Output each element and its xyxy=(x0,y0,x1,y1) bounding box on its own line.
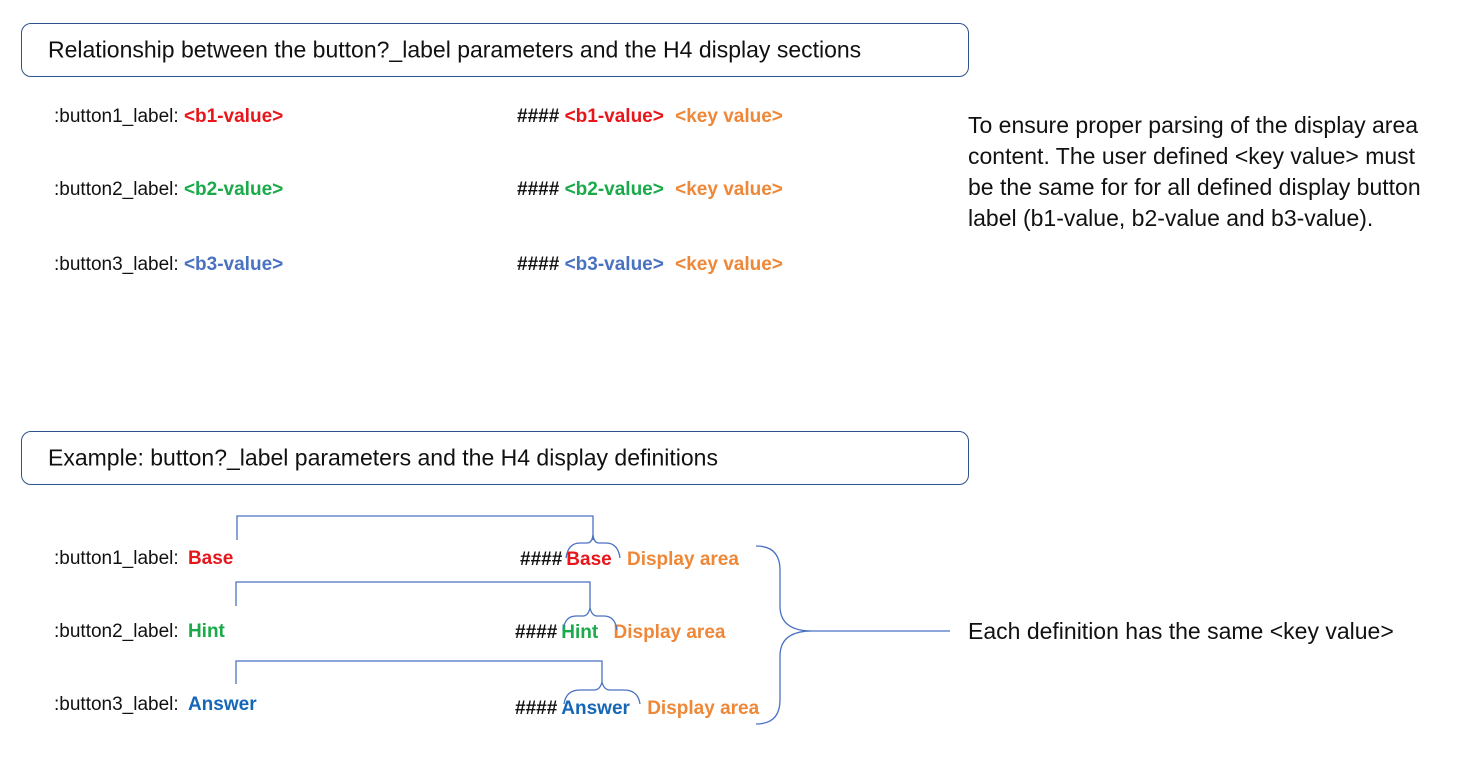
s1-row3-heading-value: <b3-value> xyxy=(564,254,664,275)
s2-row2-value: Hint xyxy=(187,621,225,642)
s2-row2-key: Display area xyxy=(613,622,726,643)
s1-row2-key: <key value> xyxy=(675,179,783,200)
s2-row2-heading: ####Hint Display area xyxy=(515,622,725,644)
s1-row2-heading: #### <b2-value> <key value> xyxy=(517,179,783,201)
s1-row3-param: :button3_label: <b3-value> xyxy=(54,254,283,276)
section1-title-box: Relationship between the button?_label p… xyxy=(21,23,969,77)
s1-row2-hashes: #### xyxy=(517,179,560,200)
brace-answer xyxy=(563,681,641,705)
s2-row1-value: Base xyxy=(187,548,234,569)
connector-base xyxy=(236,515,594,540)
s1-row1-hashes: #### xyxy=(517,106,560,127)
s1-row1-heading-value: <b1-value> xyxy=(564,106,664,127)
section2-title: Example: button?_label parameters and th… xyxy=(48,444,718,471)
s1-row1-param: :button1_label: <b1-value> xyxy=(54,106,283,128)
s2-row2-param: :button2_label: Hint xyxy=(54,621,225,643)
s2-row2-param-label: :button2_label: xyxy=(54,621,179,642)
s2-row3-key: Display area xyxy=(647,698,760,719)
s1-row3-key: <key value> xyxy=(675,254,783,275)
s1-row3-heading: #### <b3-value> <key value> xyxy=(517,254,783,276)
s2-row2-hashes: #### xyxy=(515,622,558,643)
s1-row2-param: :button2_label: <b2-value> xyxy=(54,179,283,201)
s1-row2-param-label: :button2_label: xyxy=(54,179,179,200)
s2-row1-key: Display area xyxy=(626,549,739,570)
group-brace xyxy=(755,545,813,725)
s2-row2-heading-value: Hint xyxy=(561,622,599,643)
s2-row1-heading-value: Base xyxy=(566,549,612,570)
s1-row2-value: <b2-value> xyxy=(183,179,284,200)
section1-title: Relationship between the button?_label p… xyxy=(48,36,862,63)
s1-row2-heading-value: <b2-value> xyxy=(564,179,664,200)
s1-row1-param-label: :button1_label: xyxy=(54,106,179,127)
s2-row3-param-label: :button3_label: xyxy=(54,694,179,715)
section2-title-box: Example: button?_label parameters and th… xyxy=(21,431,969,485)
s2-row1-hashes: #### xyxy=(520,549,563,570)
brace-hint xyxy=(562,607,618,631)
s2-row3-heading-value: Answer xyxy=(561,698,630,719)
s2-row3-value: Answer xyxy=(187,694,257,715)
brace-base xyxy=(565,534,621,559)
s1-row3-param-label: :button3_label: xyxy=(54,254,179,275)
s2-row1-heading: ####Base Display area xyxy=(520,549,739,571)
s1-row1-heading: #### <b1-value> <key value> xyxy=(517,106,783,128)
s2-row3-hashes: #### xyxy=(515,698,558,719)
s1-row1-key: <key value> xyxy=(675,106,783,127)
s1-row3-hashes: #### xyxy=(517,254,560,275)
s2-row3-param: :button3_label: Answer xyxy=(54,694,257,716)
section2-note: Each definition has the same <key value> xyxy=(968,618,1394,644)
connector-answer xyxy=(235,660,603,684)
section1-note: To ensure proper parsing of the display … xyxy=(968,112,1421,231)
s1-row3-value: <b3-value> xyxy=(183,254,284,275)
s1-row1-value: <b1-value> xyxy=(183,106,284,127)
s2-row1-param: :button1_label: Base xyxy=(54,548,233,570)
s2-row1-param-label: :button1_label: xyxy=(54,548,179,569)
connector-hint xyxy=(235,581,591,608)
s2-row3-heading: ####Answer Display area xyxy=(515,698,759,720)
